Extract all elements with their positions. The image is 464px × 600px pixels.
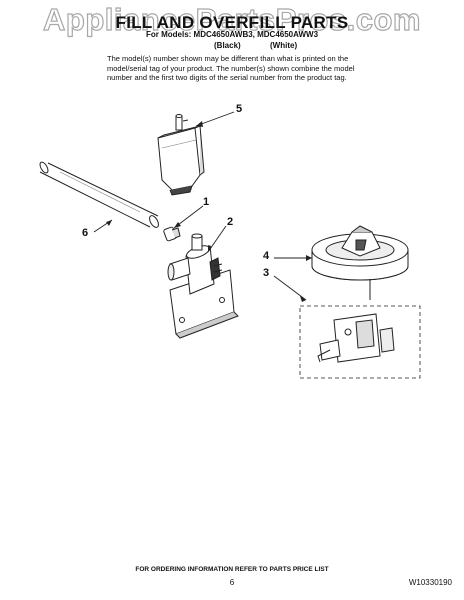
callout-2: 2 — [227, 216, 234, 228]
ordering-info: FOR ORDERING INFORMATION REFER TO PARTS … — [135, 566, 329, 573]
page-title: FILL AND OVERFILL PARTS — [115, 13, 349, 32]
watermark-logo: AppliancePartsPros.com — [42, 1, 421, 37]
fill-cup-part-5 — [157, 114, 205, 196]
document-number: W10330190 — [408, 578, 452, 587]
callout-3: 3 — [263, 267, 270, 279]
color-label-white: (White) — [270, 41, 298, 50]
fill-valve-part-2 — [167, 233, 239, 339]
callout-1: 1 — [203, 196, 210, 208]
color-label-black: (Black) — [214, 41, 241, 50]
page-number: 6 — [229, 578, 235, 587]
model-note: The model(s) number shown may be differe… — [107, 54, 377, 83]
leader-arrowheads — [106, 121, 312, 302]
callout-6: 6 — [82, 227, 89, 239]
tube-part-6 — [39, 161, 159, 228]
callout-4: 4 — [263, 250, 270, 262]
model-list: For Models: MDC4650AWB3, MDC4650AWW3 — [145, 30, 319, 39]
float-switch-part-3 — [299, 305, 421, 379]
float-part-4 — [311, 225, 409, 281]
model-note-text: The model(s) number shown may be differe… — [107, 54, 355, 82]
fitting-part-1 — [163, 226, 181, 242]
callout-5: 5 — [236, 103, 243, 115]
